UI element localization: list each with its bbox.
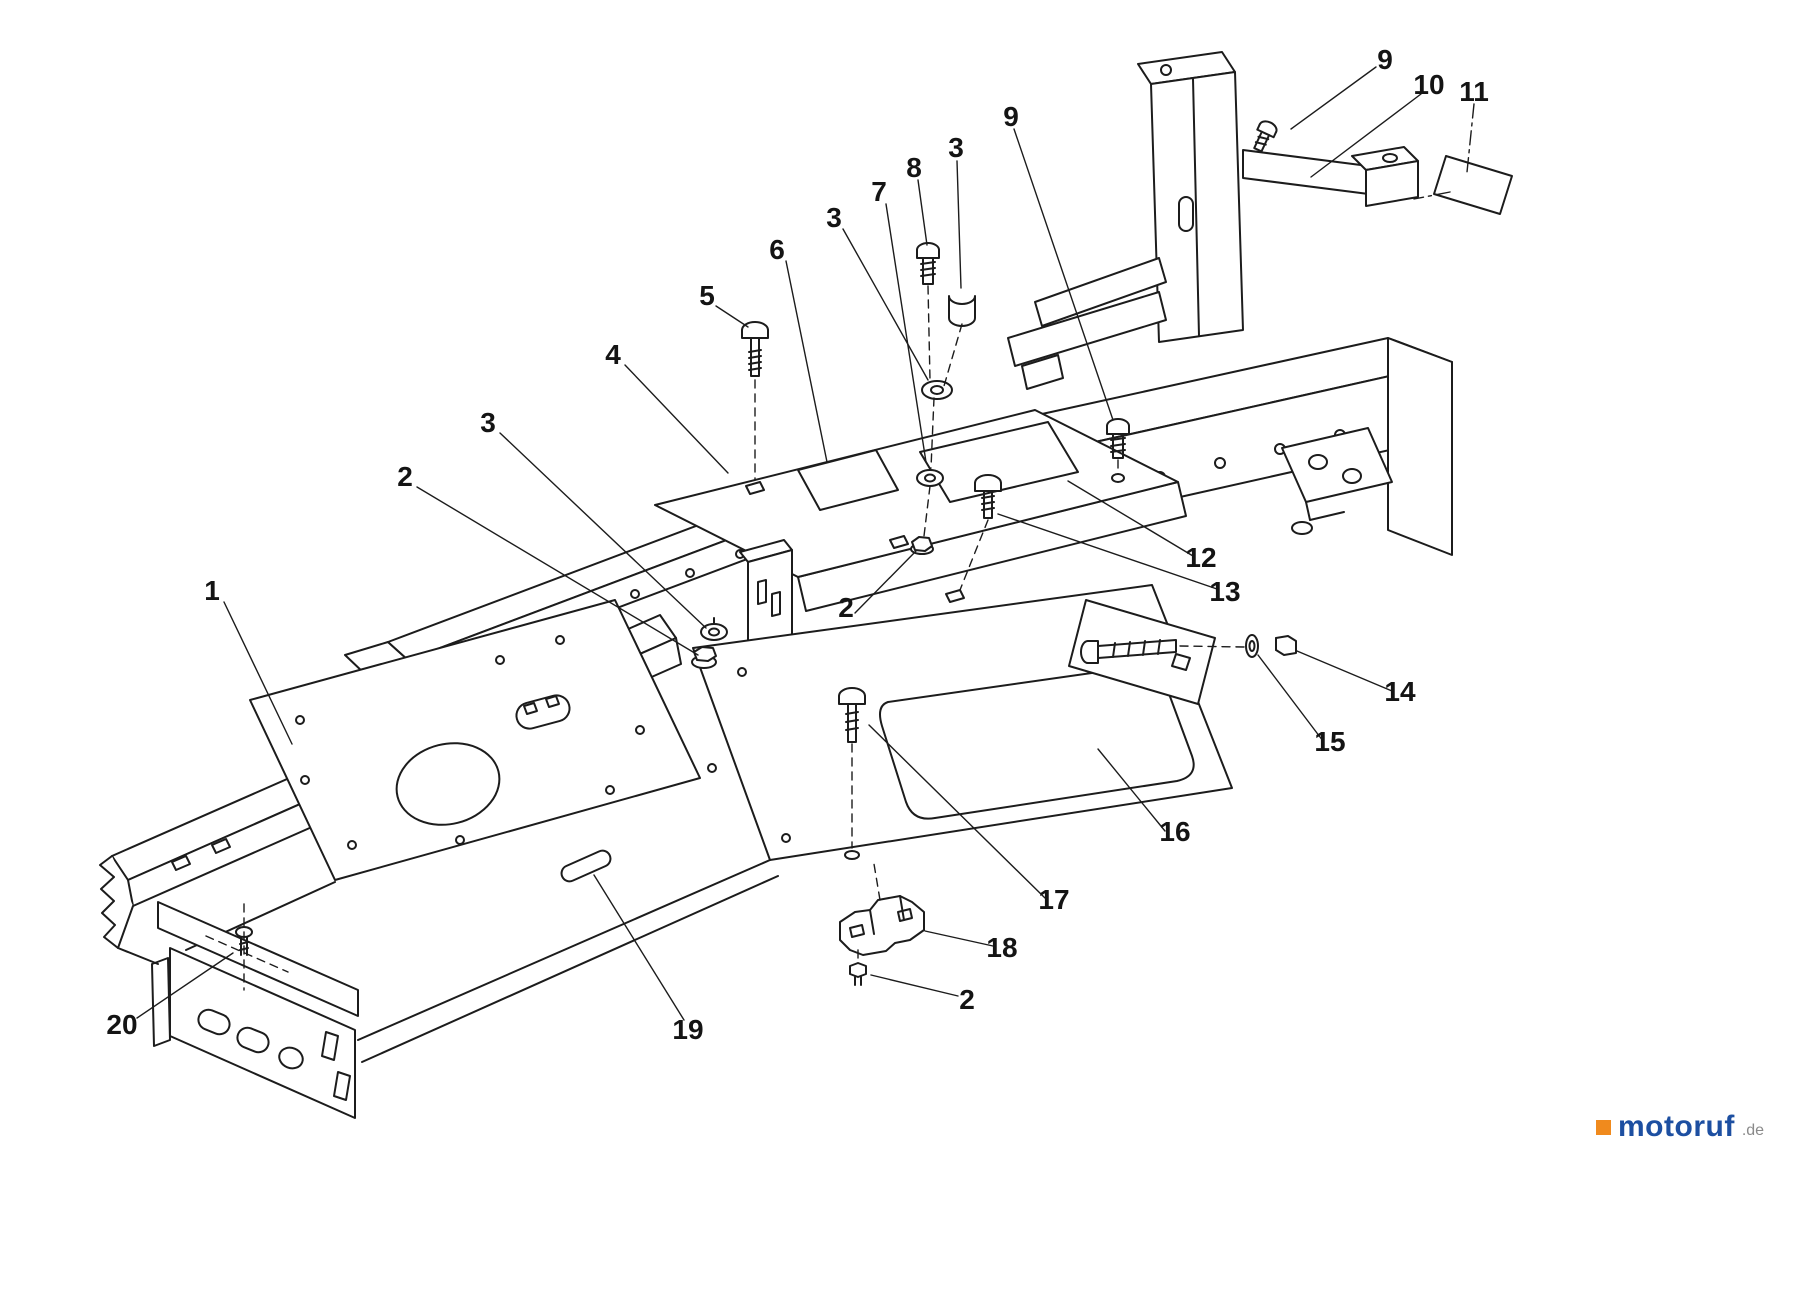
bolt-17-icon [838,687,866,860]
bracket-18-icon [839,895,925,956]
spacer-3-icon [948,295,976,327]
watermark-tld: .de [1741,1122,1765,1139]
washer-15-icon [1245,634,1259,658]
bolt-9-icon [1106,418,1130,483]
nut-2-icon [910,536,934,555]
motoruf-logo-icon [1596,1119,1611,1135]
nut-14-icon [1275,635,1297,656]
fasteners [235,120,1297,986]
bolt-15-icon [1080,639,1177,664]
washer-nut-left-icon [691,617,728,669]
leader-lines [136,66,1422,1021]
washer-7-icon [916,469,944,487]
rear-tower [1007,51,1513,390]
leader-dashdot [1413,103,1475,200]
watermark-brand: motoruf [1618,1110,1735,1143]
bolt-5-icon [741,321,769,377]
assembly-dashes [205,285,1245,991]
bolt-2-icon [849,962,867,986]
bolt-13-icon [974,474,1002,519]
bolt-8-icon [916,242,940,285]
washer-3-icon [921,380,953,400]
bolt-9-top-icon [1253,120,1278,153]
watermark-link[interactable]: motoruf .de [1596,1112,1764,1142]
